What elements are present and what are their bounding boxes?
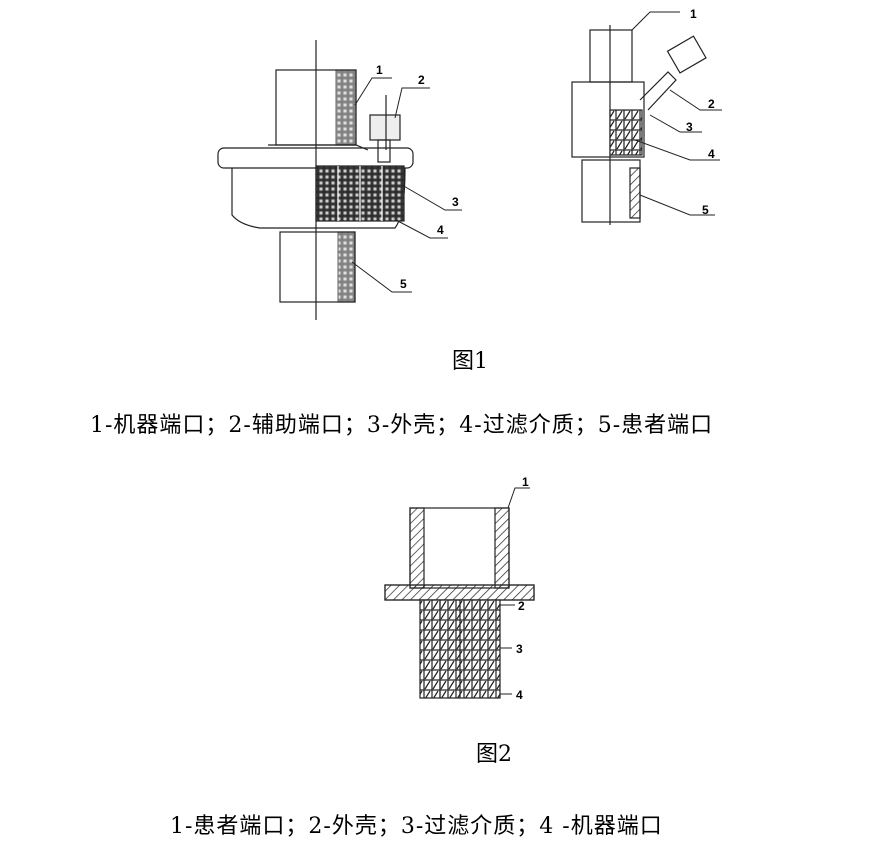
callout-label: 3 — [452, 195, 459, 209]
callout-label: 3 — [686, 120, 693, 134]
callout-label: 2 — [418, 73, 425, 87]
callout-label: 4 — [437, 223, 444, 237]
callout-label: 1 — [376, 63, 383, 77]
callout-label: 3 — [516, 642, 523, 656]
callout-label: 1 — [522, 475, 529, 489]
callout-label: 5 — [400, 277, 407, 291]
callout-label: 2 — [518, 599, 525, 613]
figure2-legend: 1-患者端口；2-外壳；3-过滤介质；4 -机器端口 — [170, 814, 663, 839]
figure1-legend: 1-机器端口；2-辅助端口；3-外壳；4-过滤介质；5-患者端口 — [90, 413, 714, 438]
callout-label: 4 — [516, 688, 523, 702]
callout-label: 4 — [708, 147, 715, 161]
callout-label: 5 — [702, 203, 709, 217]
callout-label: 2 — [708, 97, 715, 111]
figure1-caption: 图1 — [452, 349, 488, 374]
figure2-diagram — [384, 487, 535, 699]
figure2-caption: 图2 — [476, 742, 512, 767]
callout-label: 1 — [690, 7, 697, 21]
figure1-right-diagram — [571, 11, 722, 225]
figure1-left-diagram — [217, 40, 462, 320]
